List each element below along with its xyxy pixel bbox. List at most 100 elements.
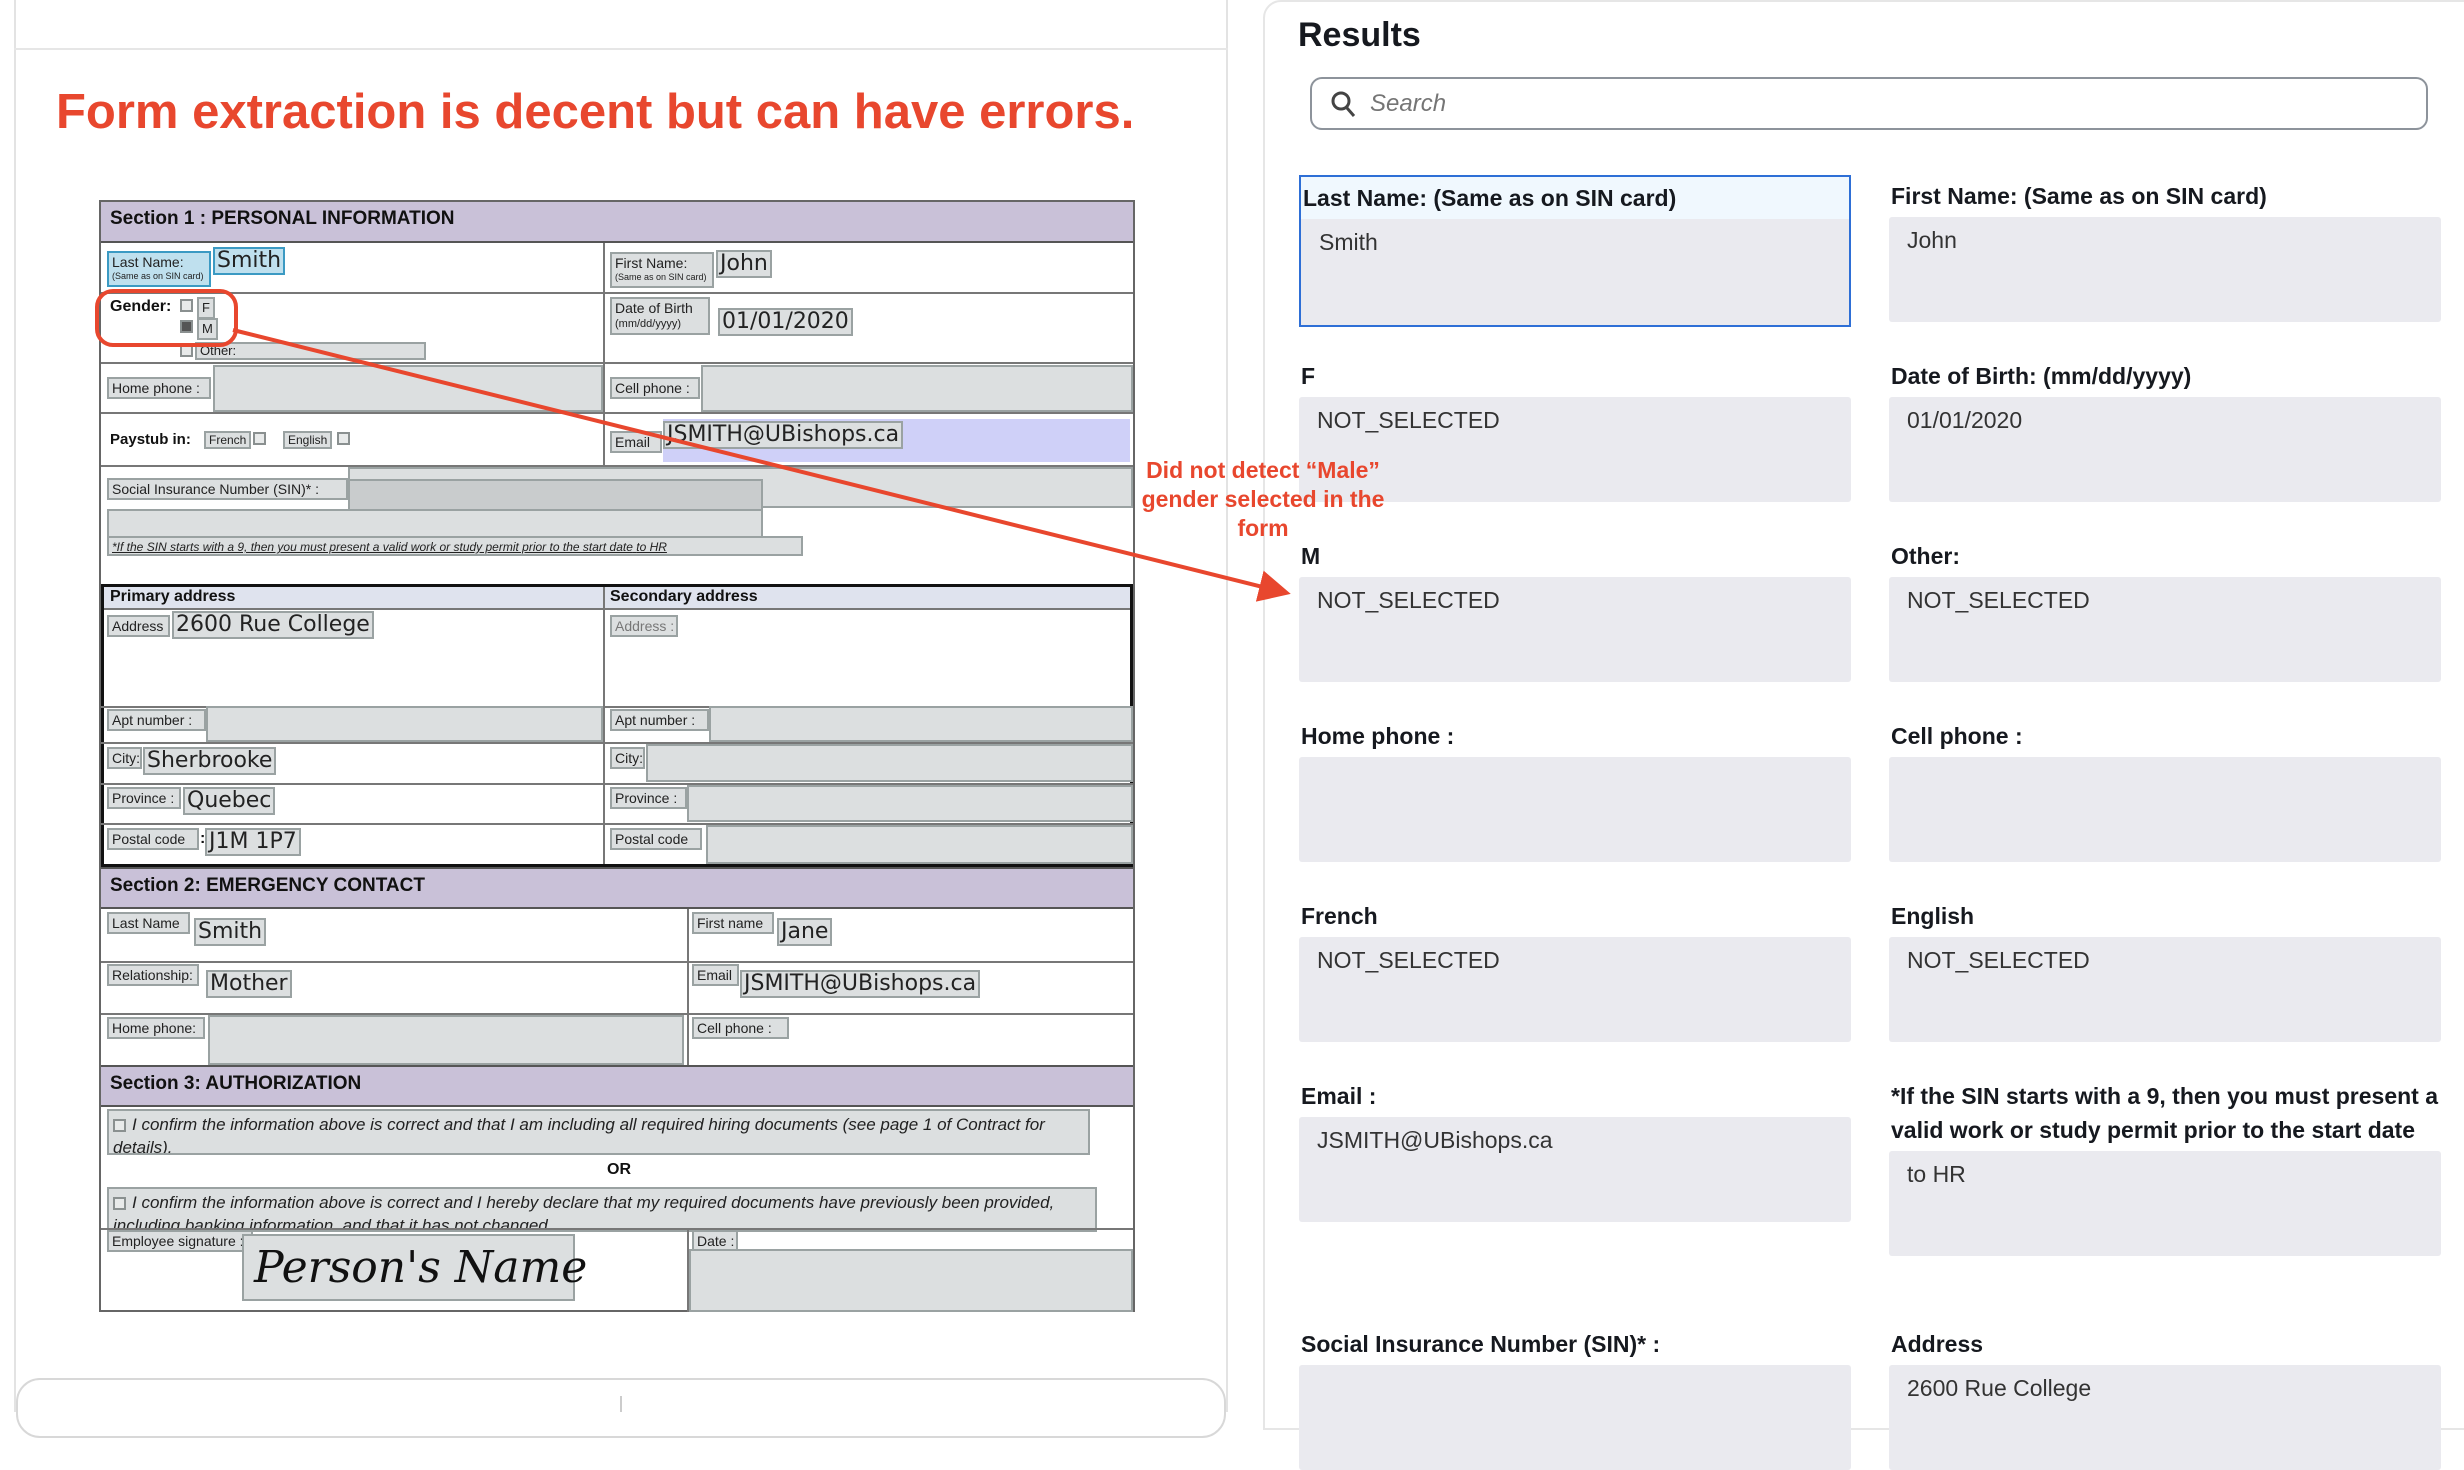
result-card-value[interactable]: NOT_SELECTED: [1299, 577, 1851, 682]
result-card-label: Social Insurance Number (SIN)* :: [1301, 1331, 1661, 1357]
result-card-value[interactable]: NOT_SELECTED: [1299, 397, 1851, 502]
divider: [14, 48, 1228, 50]
result-card[interactable]: M NOT_SELECTED: [1299, 535, 1851, 682]
city-value: Sherbrooke: [143, 747, 277, 775]
result-card[interactable]: Other: NOT_SELECTED: [1889, 535, 2441, 682]
gender-label: Gender:: [110, 298, 172, 315]
result-card-value[interactable]: NOT_SELECTED: [1889, 577, 2441, 682]
result-card[interactable]: Cell phone :: [1889, 715, 2441, 862]
ec-last-name-label: Last Name: [107, 912, 190, 934]
last-name-value: Smith: [213, 247, 286, 275]
secondary-address-label: Address :: [610, 615, 678, 637]
section-1-header: Section 1 : PERSONAL INFORMATION: [101, 202, 1133, 243]
gender-other-label: Other:: [195, 342, 426, 360]
dob-value: 01/01/2020: [718, 308, 853, 336]
result-card[interactable]: F NOT_SELECTED: [1299, 355, 1851, 502]
search-box[interactable]: [1310, 77, 2428, 130]
result-card-value[interactable]: John: [1889, 217, 2441, 322]
result-card-value[interactable]: 01/01/2020: [1889, 397, 2441, 502]
result-card-label: Home phone :: [1301, 723, 1455, 749]
secondary-address-heading: Secondary address: [610, 588, 758, 605]
province-label: Province :: [107, 787, 181, 809]
signature: Person's Name: [242, 1234, 587, 1301]
result-card[interactable]: Last Name: (Same as on SIN card)Smith: [1299, 175, 1851, 327]
divider: [620, 1396, 622, 1412]
ec-relationship-label: Relationship:: [107, 964, 199, 986]
results-title: Results: [1298, 16, 1421, 54]
last-name-label: Last Name:(Same as on SIN card): [107, 251, 211, 287]
secondary-province-label: Province :: [610, 787, 687, 809]
apt-label: Apt number :: [107, 709, 206, 731]
result-card-label: Last Name: (Same as on SIN card): [1301, 177, 1849, 219]
first-name-value: John: [716, 250, 772, 278]
secondary-province-field: [687, 785, 1133, 822]
ec-home-phone-label: Home phone:: [107, 1017, 205, 1039]
result-card[interactable]: Home phone :: [1299, 715, 1851, 862]
or-label: OR: [607, 1161, 631, 1178]
sin-note: *If the SIN starts with a 9, then you mu…: [107, 536, 803, 556]
ec-first-name-label: First name: [692, 912, 774, 934]
result-card-label: Other:: [1891, 543, 1960, 569]
dob-label: Date of Birth(mm/dd/yyyy): [610, 297, 710, 335]
result-card-label: Cell phone :: [1891, 723, 2023, 749]
paystub-french-checkbox: [253, 432, 266, 445]
result-card-label: F: [1301, 363, 1316, 389]
secondary-city-field: [646, 744, 1133, 782]
ec-first-name-value: Jane: [777, 918, 833, 946]
gender-m-checkbox: [180, 320, 193, 333]
result-card[interactable]: Date of Birth: (mm/dd/yyyy)01/01/2020: [1889, 355, 2441, 502]
search-icon: [1331, 91, 1356, 117]
ec-email-value: JSMITH@UBishops.ca: [740, 970, 981, 998]
ec-cell-phone-label: Cell phone :: [692, 1017, 789, 1039]
gender-m-label: M: [197, 318, 218, 340]
postal-label: Postal code: [107, 828, 199, 850]
ec-last-name-value: Smith: [194, 918, 267, 946]
result-card-value[interactable]: 2600 Rue College: [1889, 1365, 2441, 1470]
ec-email-label: Email: [692, 964, 739, 986]
result-card-label: First Name: (Same as on SIN card): [1891, 183, 2267, 209]
home-phone-label: Home phone :: [107, 377, 211, 399]
result-card-label: Email :: [1301, 1083, 1377, 1109]
home-phone-field: [213, 365, 603, 412]
error-annotation: Did not detect “Male” gender selected in…: [1141, 457, 1385, 541]
ec-home-phone-field: [208, 1015, 684, 1065]
section-3-header: Section 3: AUTHORIZATION: [101, 1065, 1133, 1107]
date-field: [689, 1249, 1133, 1312]
result-card[interactable]: Social Insurance Number (SIN)* :: [1299, 1323, 1851, 1470]
paystub-french-label: French: [204, 431, 252, 449]
email-value: JSMITH@UBishops.ca: [663, 421, 904, 449]
section-2-header: Section 2: EMERGENCY CONTACT: [101, 867, 1133, 909]
sin-label: Social Insurance Number (SIN)* :: [107, 478, 348, 500]
secondary-apt-label: Apt number :: [610, 709, 709, 731]
result-card-value[interactable]: to HR: [1889, 1151, 2441, 1256]
gender-f-label: F: [197, 297, 215, 319]
result-card-value[interactable]: [1299, 1365, 1851, 1470]
result-card-value[interactable]: NOT_SELECTED: [1889, 937, 2441, 1042]
result-card-value[interactable]: JSMITH@UBishops.ca: [1299, 1117, 1851, 1222]
city-label: City:: [107, 747, 142, 769]
signature-label: Employee signature :: [107, 1230, 253, 1252]
postal-colon: :: [200, 830, 206, 847]
ec-relationship-value: Mother: [206, 970, 292, 998]
result-card-value[interactable]: NOT_SELECTED: [1299, 937, 1851, 1042]
result-card-label: *If the SIN starts with a 9, then you mu…: [1891, 1083, 2439, 1143]
province-value: Quebec: [183, 787, 276, 815]
result-card-value[interactable]: [1889, 757, 2441, 862]
result-card[interactable]: First Name: (Same as on SIN card) John: [1889, 175, 2441, 322]
search-input[interactable]: [1370, 89, 2370, 118]
date-label: Date :: [692, 1230, 738, 1252]
paystub-label: Paystub in:: [110, 431, 191, 448]
result-card-value[interactable]: [1299, 757, 1851, 862]
result-card-label: English: [1891, 903, 1975, 929]
address-label: Address: [107, 615, 170, 637]
result-card-label: M: [1301, 543, 1321, 569]
result-card[interactable]: Email : JSMITH@UBishops.ca: [1299, 1075, 1851, 1222]
secondary-apt-field: [709, 706, 1133, 742]
email-label: Email: [610, 431, 662, 453]
result-card[interactable]: *If the SIN starts with a 9, then you mu…: [1889, 1075, 2441, 1256]
paystub-english-label: English: [283, 431, 333, 449]
result-card-value[interactable]: Smith: [1301, 219, 1849, 325]
